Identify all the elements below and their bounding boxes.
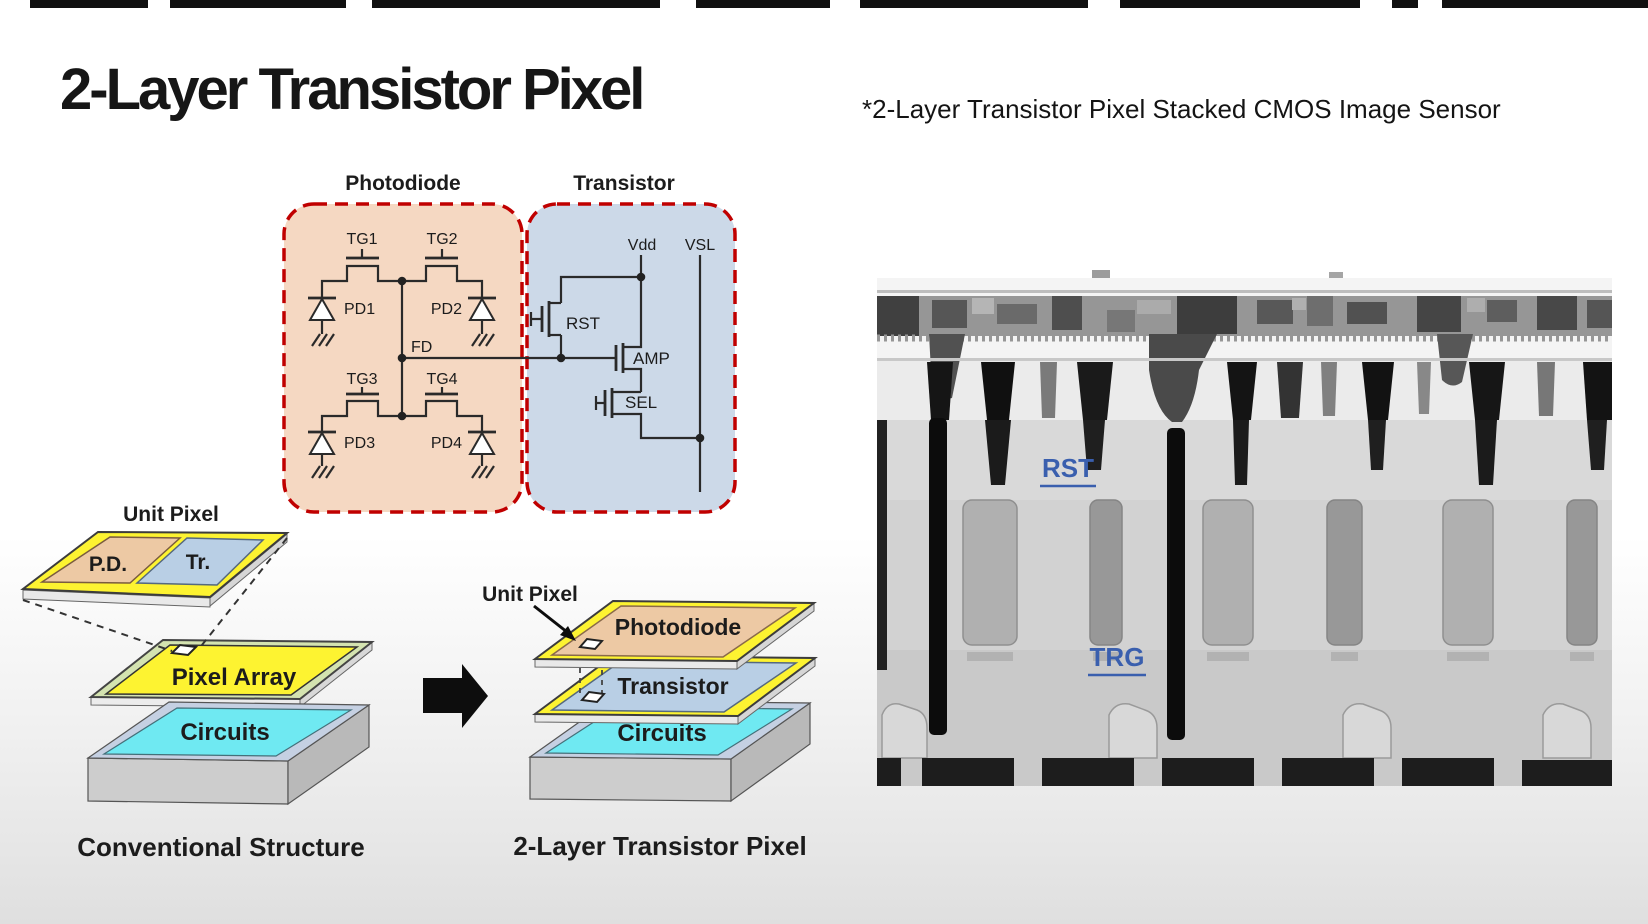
pd3-label: PD3 [344,435,375,452]
pd2-label: PD2 [431,301,462,318]
page-subtitle: *2-Layer Transistor Pixel Stacked CMOS I… [862,94,1501,124]
transistor-section-label: Transistor [573,172,675,195]
sem-rst-label: RST [1042,453,1094,483]
pixel-array-label: Pixel Array [172,664,297,691]
unit-pixel-marker [169,643,199,657]
unit-pixel-label: Unit Pixel [123,503,219,526]
transistor-plate: Transistor [532,654,818,726]
page-title: 2-Layer Transistor Pixel [60,57,645,122]
sem-trg-label: TRG [1090,642,1145,672]
photodiode-plate: Photodiode [532,599,817,671]
tr-panel [135,537,265,586]
projection-dashed-lines [22,537,288,652]
pd-panel-label: P.D. [89,553,127,576]
stacked-caption: 2-Layer Transistor Pixel [513,831,806,861]
top-edge-segment [30,0,148,8]
sem-bottom-structures [881,702,1592,759]
conventional-caption: Conventional Structure [77,832,364,862]
amp-transistor-icon [614,277,643,392]
sem-deep-contacts [877,418,1185,740]
unit-pixel-label: Unit Pixel [482,583,578,606]
circuits-block: Circuits [86,701,371,806]
sem-metal-band [877,296,1612,422]
top-edge-segment [1392,0,1418,8]
vdd-label: Vdd [628,237,656,254]
sem-contact-plugs [927,362,1612,485]
unit-pixel-pointer-arrow-icon [533,604,576,641]
sem-cross-section-image: RST TRG [877,270,1612,786]
amp-label: AMP [633,349,670,368]
circuits-label: Circuits [180,719,269,746]
rst-label: RST [566,314,600,333]
photodiode-section-label: Photodiode [345,172,460,195]
top-edge-segment [170,0,346,8]
tg1-symbol [320,264,402,298]
pd4-label: PD4 [431,435,462,452]
pd4-diode-icon [468,430,496,479]
top-edge-segment [372,0,660,8]
top-edge-segment [860,0,1088,8]
photodiode-label: Photodiode [615,614,741,640]
tg3-symbol [320,399,402,432]
transistor-label: Transistor [617,673,728,699]
conventional-structure-diagram: Unit Pixel P.D. Tr. Pixel Array [20,503,375,862]
stacked-structure-diagram: Circuits Transistor Photodiode Unit Pixe… [423,583,818,861]
tg3-label: TG3 [346,371,377,388]
top-edge-segment [1120,0,1360,8]
arrow-right-icon [423,664,488,728]
tr-panel-label: Tr. [186,551,211,574]
sel-transistor-icon [594,388,700,440]
tg4-label: TG4 [426,371,457,388]
unit-pixel-plate: P.D. Tr. [20,530,290,608]
pd2-diode-icon [468,296,496,347]
tg2-label: TG2 [426,231,457,248]
pixel-array-plate: Pixel Array [88,638,375,709]
sem-gate-trenches [962,499,1598,661]
pd-panel [39,536,182,584]
tg2-symbol [402,264,484,298]
sel-label: SEL [625,393,657,412]
unit-pixel-marker-lower [580,690,606,704]
pixel-circuit-diagram: Photodiode Transistor [282,172,737,514]
sem-top-tab [1329,272,1343,280]
sem-top-tab [1092,270,1110,280]
top-edge-segment [1442,0,1648,8]
pd1-diode-icon [308,296,336,347]
fd-label: FD [411,339,432,356]
circuit-junction-dots [397,272,705,443]
sem-bottom-dark-bars [877,758,1612,786]
circuits-label: Circuits [617,720,706,747]
unit-pixel-prism-lines [579,648,603,696]
tg4-symbol [402,399,484,432]
top-edge-segment [696,0,830,8]
pd1-label: PD1 [344,301,375,318]
tg1-label: TG1 [346,231,377,248]
rst-drain-wire [559,275,641,303]
vsl-label: VSL [685,237,715,254]
pd3-diode-icon [308,430,336,479]
unit-pixel-marker-upper [578,637,604,651]
